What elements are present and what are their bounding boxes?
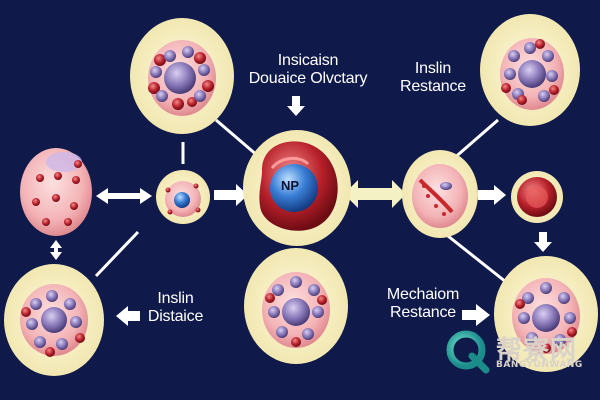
block-arrows (50, 96, 552, 326)
label-bottom-right: Mechaiom Restance (368, 286, 478, 322)
arrow-right-small (478, 185, 506, 205)
cell-far-left (20, 148, 92, 236)
arrow-updown-left (50, 240, 62, 260)
arrow-left-bottom (116, 306, 140, 326)
cell-top-right (480, 14, 580, 126)
cell-bottom-left (4, 264, 104, 376)
label-bottom-left: Inslin Distaice (128, 290, 223, 326)
label-bottom-left-line1: Inslin (157, 290, 194, 307)
arrow-to-center (214, 184, 248, 206)
cell-right-red (511, 171, 563, 223)
label-top-left-line2: Douaice Olvctary (248, 70, 368, 87)
label-top-right: Inslin Restance (378, 60, 488, 96)
watermark: 帮寮网 BANGYUNWANG (446, 330, 592, 376)
label-bottom-left-line2: Distaice (147, 308, 204, 325)
label-bottom-right-line2: Restance (390, 304, 456, 321)
watermark-en-text: BANGYUNWANG (496, 360, 583, 370)
arrow-right-bottom (462, 304, 490, 326)
cell-bottom-center (244, 248, 348, 364)
double-arrow-yellow (344, 180, 406, 208)
connector-lines (94, 118, 507, 284)
center-cell-label: NP (280, 178, 300, 193)
cell-top-left (130, 18, 234, 134)
cell-right-pink (402, 150, 478, 238)
cell-center-np (243, 130, 351, 246)
label-top-right-line1: Inslin (414, 60, 452, 77)
arrow-down-right (534, 232, 552, 252)
label-top-left-line1: Insicaisn (277, 52, 339, 69)
label-top-left: Insicaisn Douaice Olvctary (238, 52, 378, 88)
watermark-q-icon (446, 330, 490, 374)
cell-bottom-right (494, 256, 598, 372)
cell-mid-left (156, 170, 210, 224)
double-arrow-left (96, 188, 152, 204)
label-top-right-line2: Restance (400, 78, 466, 95)
arrow-down-top (287, 96, 305, 116)
watermark-cn-text: 帮寮网 (496, 336, 578, 366)
label-bottom-right-line1: Mechaiom (386, 286, 460, 303)
